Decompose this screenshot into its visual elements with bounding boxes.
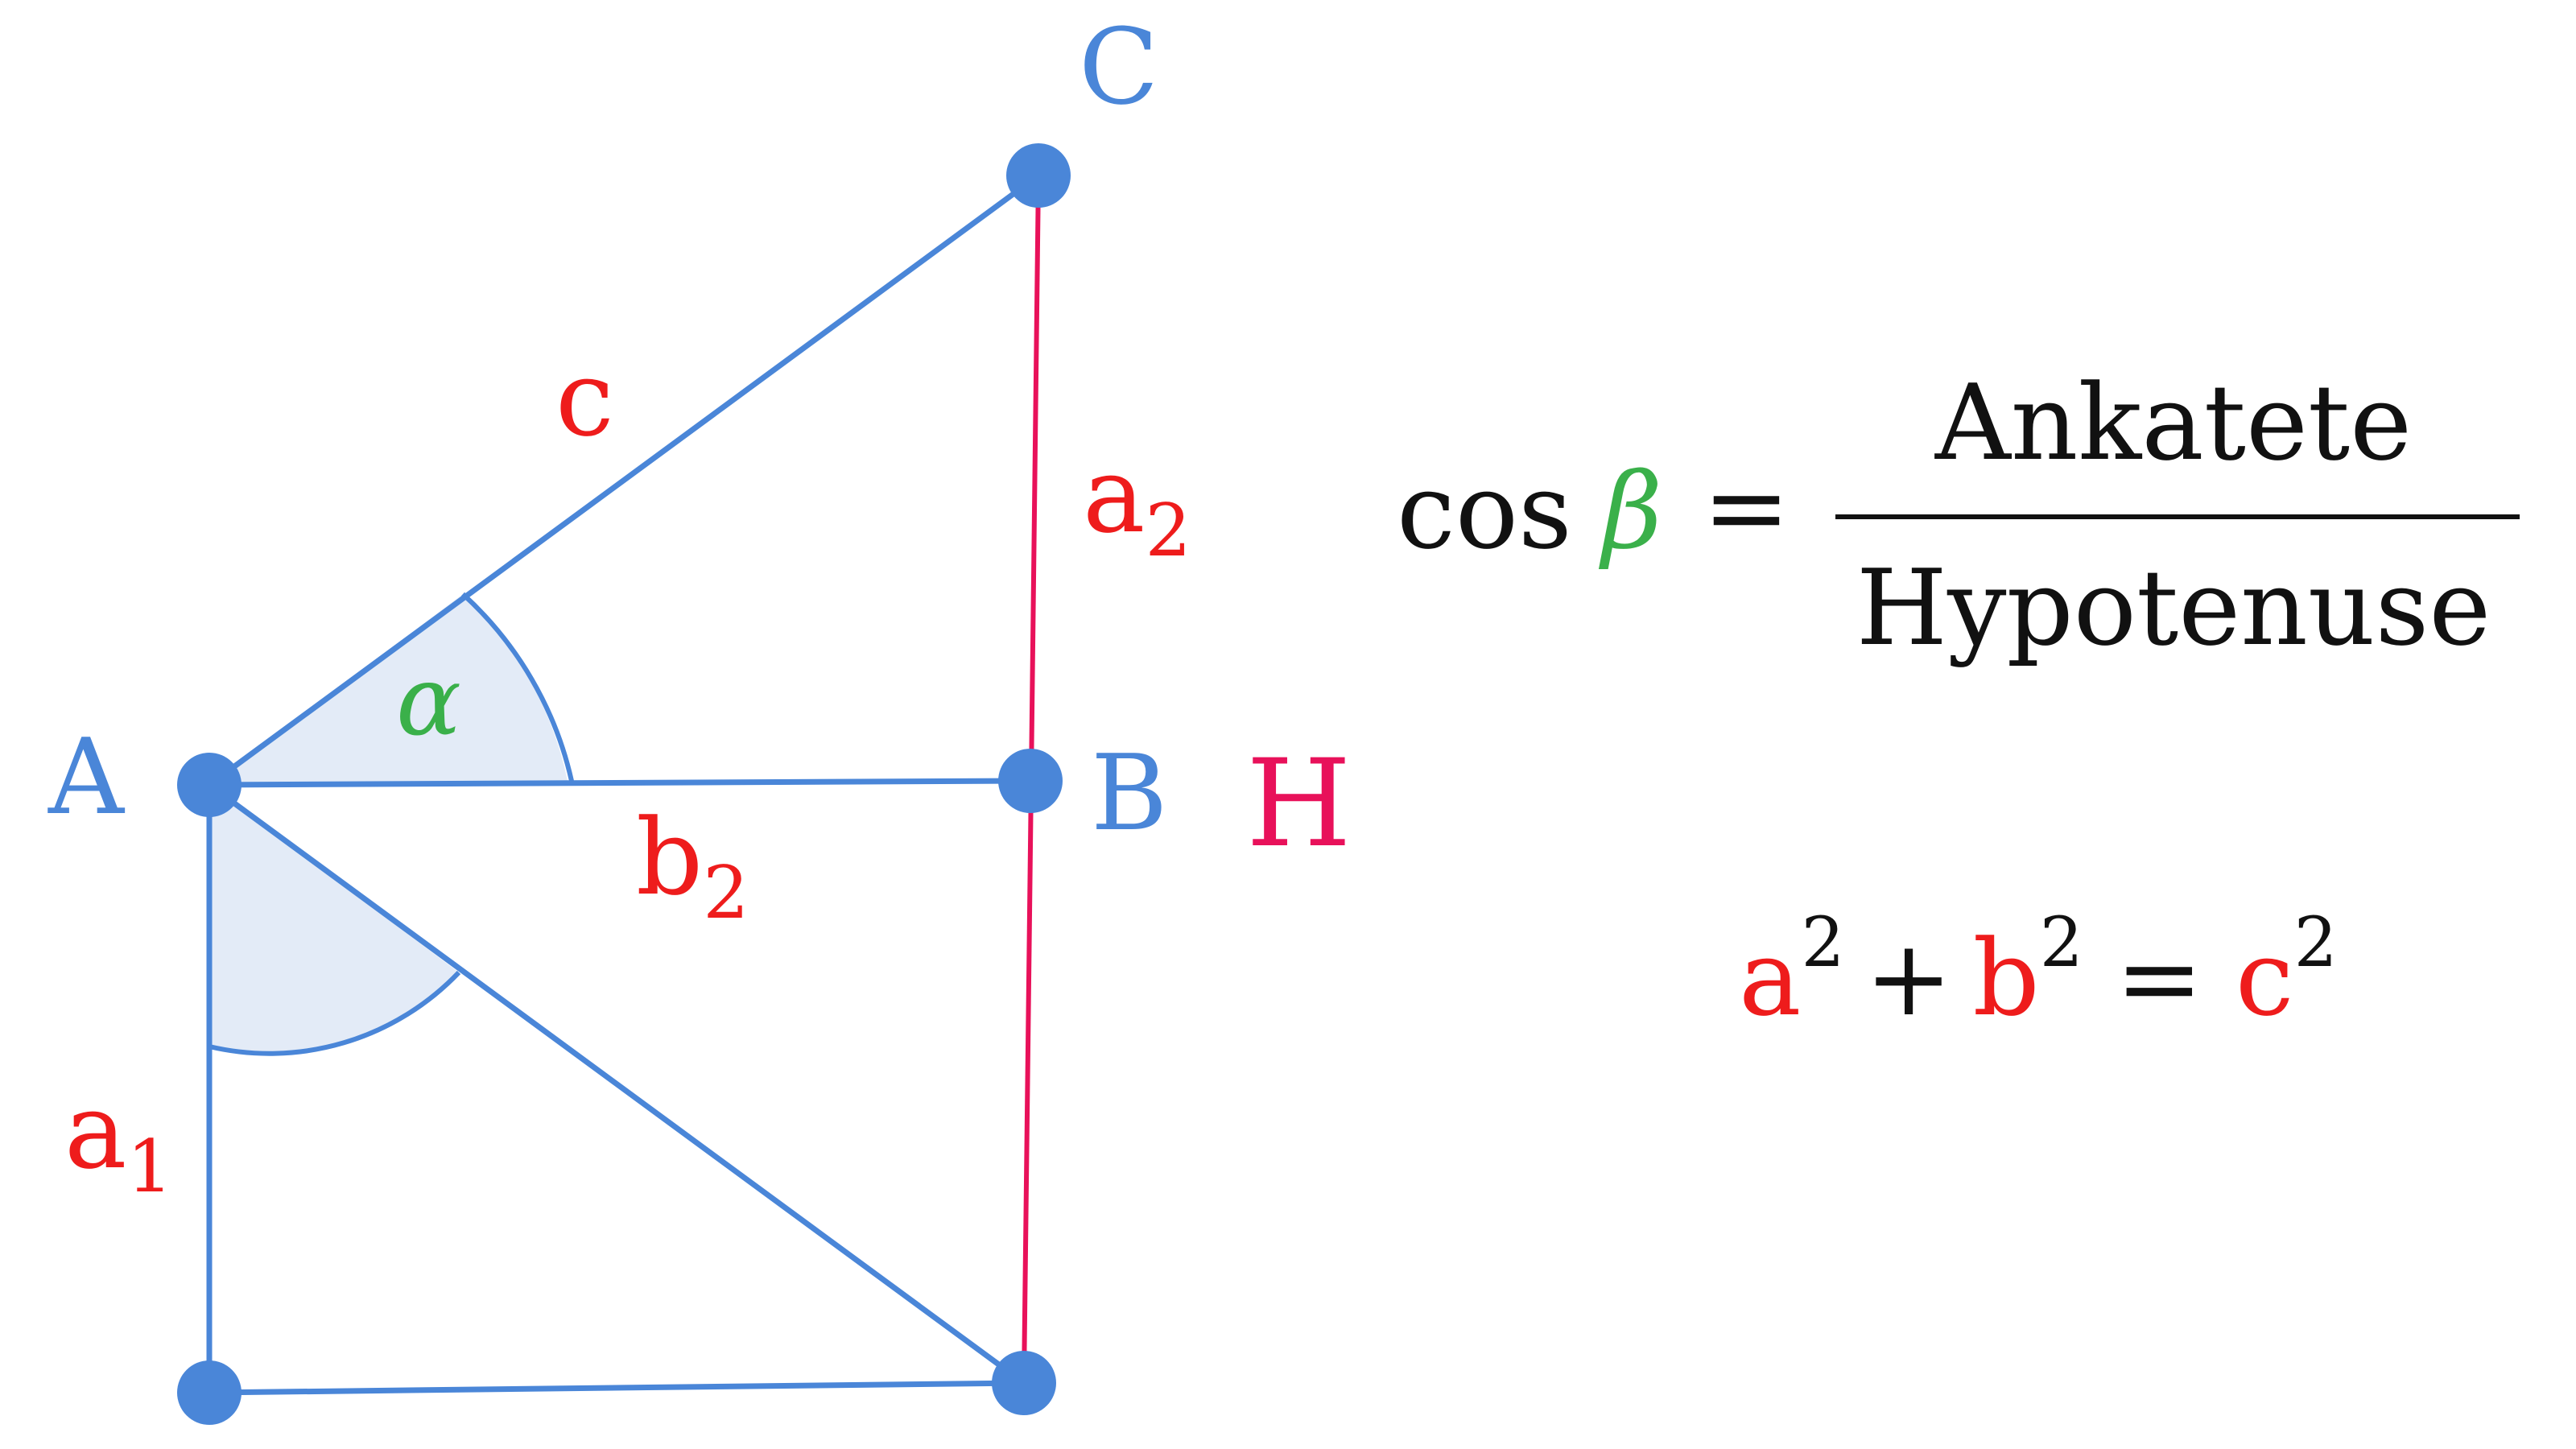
point-B (998, 749, 1063, 813)
segment-label-a1: a1 (64, 1070, 173, 1209)
angle-lower-arc (208, 970, 461, 1056)
formula-pythagoras: a2+b2=c2 (1739, 903, 2338, 1039)
pyth-b: b (1973, 917, 2040, 1039)
formula-cos-func: cos (1397, 450, 1572, 572)
point-label-B: B (1091, 732, 1168, 854)
angle-alpha-arc (460, 592, 574, 782)
angle-label-alpha: α (396, 646, 461, 758)
segment-A-C (207, 173, 1041, 787)
segment-bottom (208, 1380, 1025, 1396)
pyth-c-exp: 2 (2294, 903, 2338, 983)
pyth-equals: = (2116, 917, 2203, 1039)
formula-cos-numerator: Ankatete (1934, 361, 2412, 484)
segment-label-a2: a2 (1083, 434, 1191, 573)
segment-label-c: c (555, 337, 614, 460)
point-bottom-left (177, 1360, 242, 1425)
pyth-c: c (2235, 917, 2294, 1039)
pyth-a-exp: 2 (1802, 903, 1845, 983)
point-bottom-right (992, 1351, 1056, 1415)
formula-cos-denominator: Hypotenuse (1856, 547, 2491, 669)
pyth-a: a (1739, 917, 1802, 1039)
point-C (1006, 143, 1071, 208)
formula-cos-equals: = (1703, 446, 1790, 568)
pyth-b-exp: 2 (2040, 903, 2083, 983)
point-A (177, 753, 242, 817)
formula-cos-angle: β (1598, 450, 1662, 572)
pyth-plus: + (1865, 917, 1953, 1039)
formula-cosine: cos β = Ankatete Hypotenuse (1397, 361, 2520, 669)
segment-label-b2: b2 (636, 796, 749, 935)
point-label-C: C (1079, 6, 1158, 128)
segment-A-bottom-right (207, 782, 1026, 1385)
angle-alpha-sector (209, 594, 568, 785)
point-label-H: H (1246, 734, 1352, 874)
segment-A-B (208, 778, 1031, 788)
angle-lower-sector (209, 785, 459, 1054)
point-label-A: A (47, 716, 126, 838)
